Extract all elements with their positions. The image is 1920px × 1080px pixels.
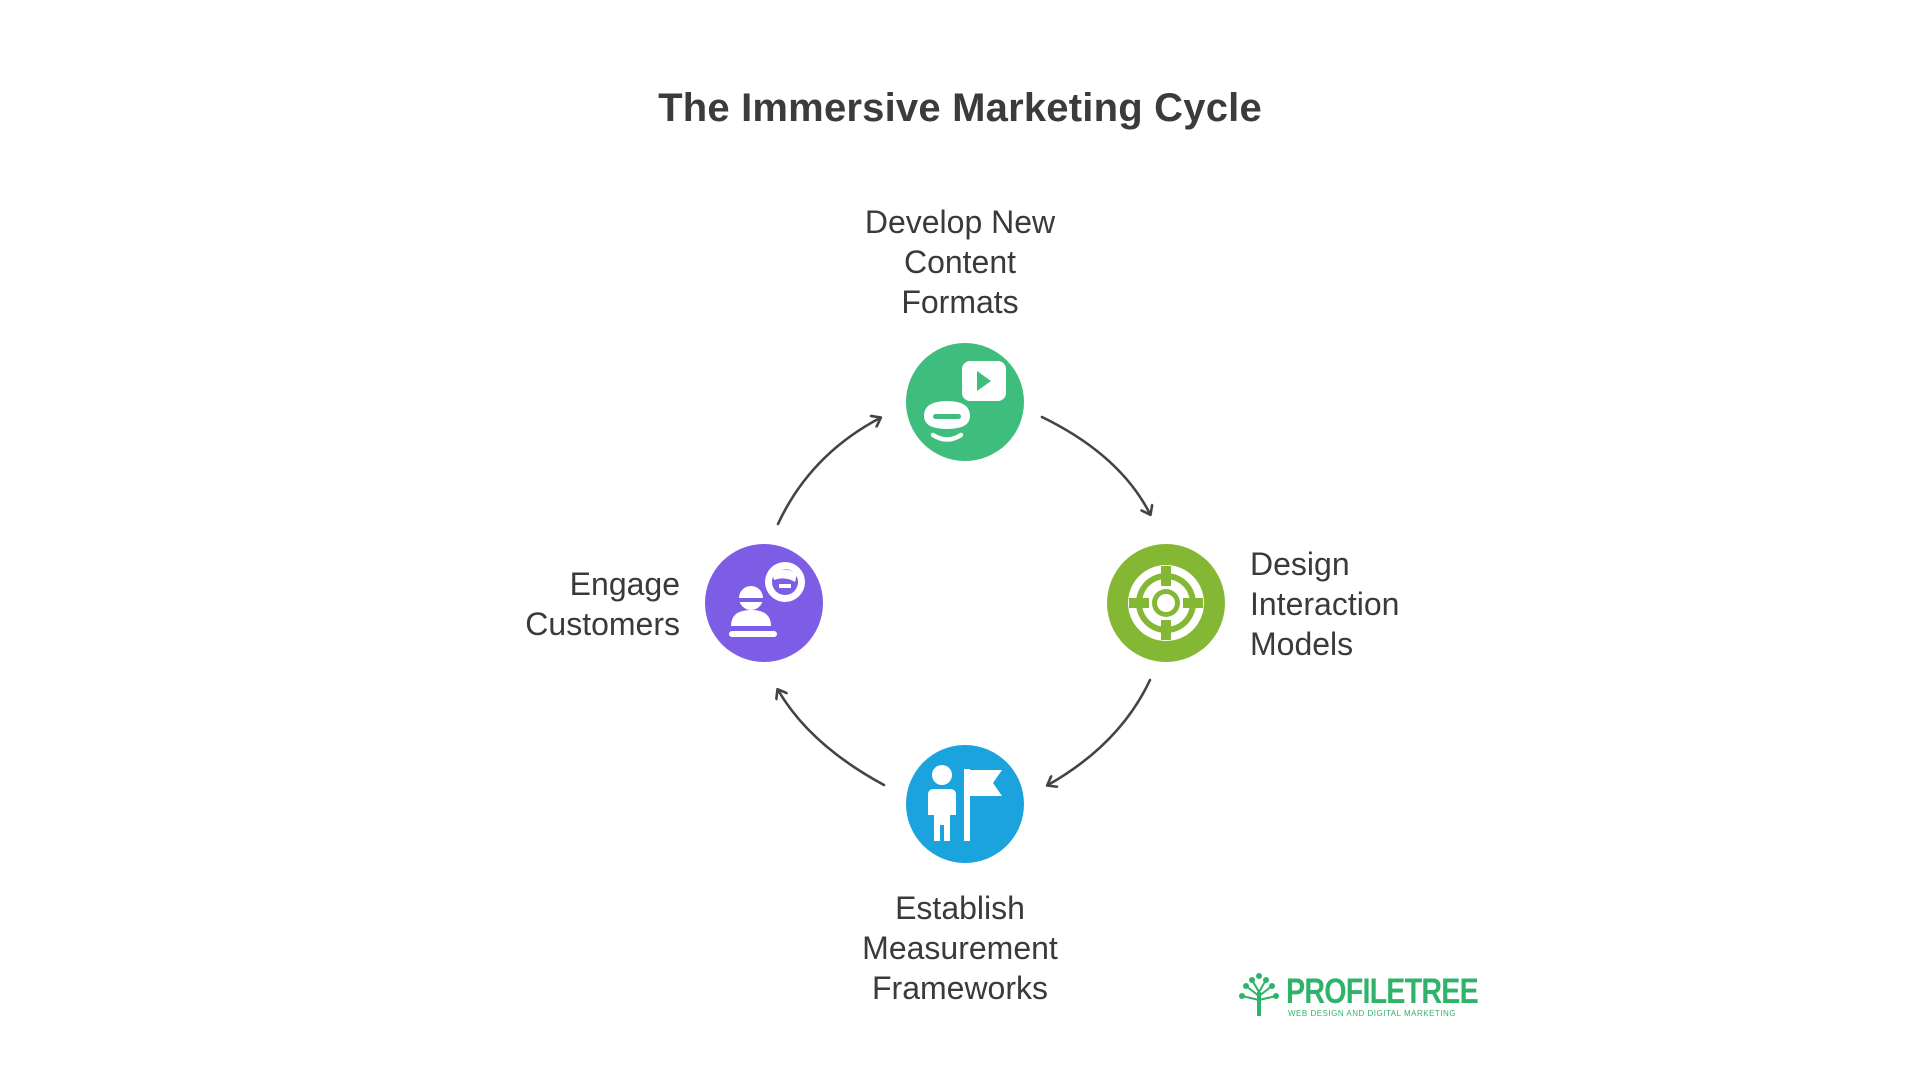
logo-wordmark: PROFILETREE (1286, 972, 1479, 1011)
arrow-right-to-bottom (1048, 678, 1152, 785)
target-rings-icon (1107, 544, 1225, 662)
step-label-line: Engage (569, 566, 680, 602)
arrow-top-to-right (1040, 415, 1150, 514)
step-label-establish-measurement: Establish Measurement Frameworks (810, 888, 1110, 1008)
page-title: The Immersive Marketing Cycle (658, 86, 1262, 130)
arrow-bottom-to-left (778, 690, 886, 787)
step-label-develop-content: Develop New Content Formats (810, 202, 1110, 322)
person-flag-icon (906, 745, 1024, 863)
step-label-line: Design (1250, 546, 1350, 582)
profiletree-logo: PROFILETREE WEB DESIGN AND DIGITAL MARKE… (1236, 972, 1479, 1022)
tree-logo-icon (1239, 973, 1279, 1016)
step-label-line: Content (903, 244, 1017, 280)
step-label-line: Develop New (864, 204, 1056, 240)
step-label-line: Customers (525, 606, 680, 642)
customer-engagement-icon (705, 544, 823, 662)
step-label-design-interaction: Design Interaction Models (1250, 544, 1550, 664)
step-label-line: Frameworks (871, 970, 1048, 1006)
step-label-line: Formats (901, 284, 1019, 320)
step-label-line: Models (1250, 626, 1354, 662)
node-develop-content (906, 343, 1024, 461)
step-label-line: Interaction (1250, 586, 1400, 622)
arrow-left-to-top (776, 418, 880, 526)
step-label-line: Establish (895, 890, 1025, 926)
node-design-interaction (1107, 544, 1225, 662)
node-establish-measurement (906, 745, 1024, 863)
logo-tagline: WEB DESIGN AND DIGITAL MARKETING (1288, 1009, 1457, 1018)
vr-headset-video-icon (906, 343, 1024, 461)
step-label-engage-customers: Engage Customers (380, 564, 680, 644)
step-label-line: Measurement (862, 930, 1058, 966)
node-engage-customers (705, 544, 823, 662)
